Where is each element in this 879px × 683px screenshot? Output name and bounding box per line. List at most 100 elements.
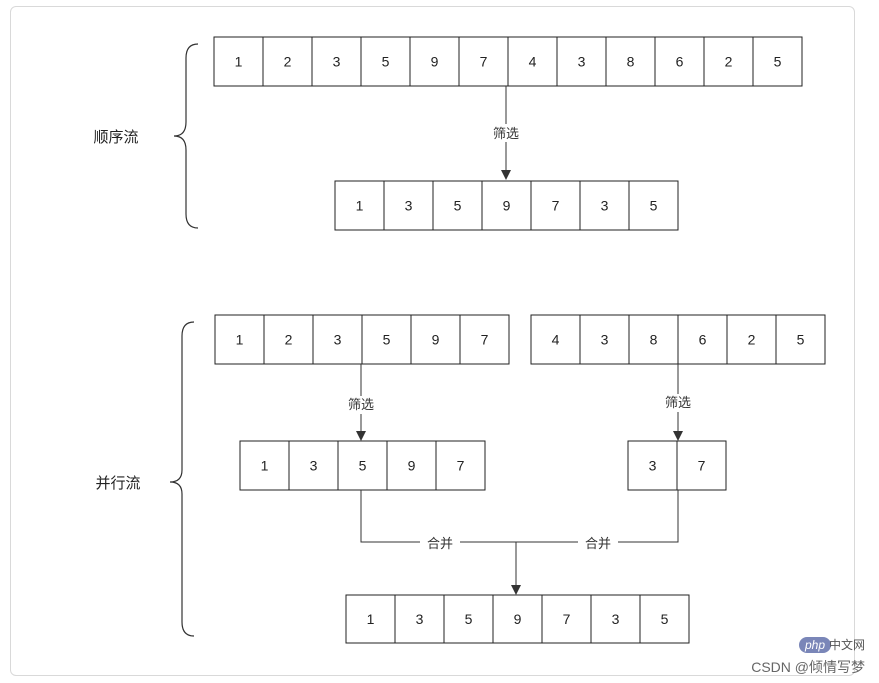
array-cell: 4 <box>530 314 581 365</box>
array-cell: 6 <box>677 314 728 365</box>
array-cell: 9 <box>481 180 532 231</box>
array-cell: 3 <box>312 314 363 365</box>
array-cell-value: 2 <box>284 54 292 70</box>
array-cell-value: 5 <box>359 458 367 474</box>
array-cell: 2 <box>726 314 777 365</box>
array-cell: 3 <box>383 180 434 231</box>
array-cell-value: 3 <box>601 332 609 348</box>
array-cell-value: 3 <box>334 332 342 348</box>
array-cell-box <box>312 314 363 365</box>
array-cell: 3 <box>627 440 678 491</box>
array-cell-value: 2 <box>285 332 293 348</box>
array-cell-value: 4 <box>552 332 560 348</box>
array-cell-box <box>481 180 532 231</box>
array-cell-value: 9 <box>432 332 440 348</box>
php-logo-text: 中文网 <box>828 638 865 652</box>
array-cell-box <box>590 594 641 644</box>
array-cell-value: 5 <box>382 54 390 70</box>
array-cell: 3 <box>556 36 607 87</box>
array-cell-value: 9 <box>408 458 416 474</box>
array-cell-value: 1 <box>367 611 375 627</box>
array-cell: 3 <box>394 594 445 644</box>
array-cell: 1 <box>334 180 385 231</box>
array-cell-box <box>530 180 581 231</box>
array-cell-box <box>556 36 607 87</box>
array-cell-value: 3 <box>405 198 413 214</box>
parallel-right-source-array: 4 3 8 6 2 5 <box>530 314 826 365</box>
array-cell-box <box>435 440 486 491</box>
array-cell-box <box>214 314 265 365</box>
parallel-right-filter-label: 筛选 <box>665 395 691 410</box>
array-cell-value: 6 <box>699 332 707 348</box>
sequential-stream-label: 顺序流 <box>93 129 138 146</box>
array-cell-value: 6 <box>676 54 684 70</box>
array-cell-value: 9 <box>503 198 511 214</box>
label-bg <box>658 394 698 412</box>
array-cell: 9 <box>409 36 460 87</box>
array-cell-value: 1 <box>236 332 244 348</box>
array-cell-box <box>605 36 656 87</box>
array-cell-value: 5 <box>454 198 462 214</box>
array-cell: 7 <box>458 36 509 87</box>
array-cell-value: 7 <box>480 54 488 70</box>
array-cell-box <box>263 314 314 365</box>
array-cell-value: 2 <box>748 332 756 348</box>
array-cell-box <box>410 314 461 365</box>
array-cell-box <box>394 594 445 644</box>
array-cell-box <box>443 594 494 644</box>
array-cell-box <box>360 36 411 87</box>
array-cell: 9 <box>410 314 461 365</box>
parallel-left-filter-label: 筛选 <box>348 397 374 412</box>
array-cell-box <box>337 440 388 491</box>
array-cell: 9 <box>492 594 543 644</box>
array-cell: 9 <box>386 440 437 491</box>
label-bg <box>578 535 618 551</box>
array-cell-value: 7 <box>457 458 465 474</box>
array-cell: 3 <box>579 314 630 365</box>
array-cell-value: 3 <box>612 611 620 627</box>
array-cell: 6 <box>654 36 705 87</box>
array-cell: 7 <box>459 314 510 365</box>
array-cell: 1 <box>345 594 396 644</box>
array-cell: 2 <box>263 314 314 365</box>
php-logo-badge: php <box>798 637 831 653</box>
array-cell-value: 3 <box>649 458 657 474</box>
array-cell-box <box>492 594 543 644</box>
array-cell-box <box>262 36 313 87</box>
array-cell: 3 <box>311 36 362 87</box>
array-cell-box <box>639 594 690 644</box>
array-cell-box <box>579 180 630 231</box>
sequential-brace <box>173 43 199 229</box>
sequential-filter-label: 筛选 <box>493 126 519 141</box>
array-cell-value: 3 <box>578 54 586 70</box>
array-cell-box <box>507 36 558 87</box>
array-cell: 1 <box>239 440 290 491</box>
array-cell: 5 <box>628 180 679 231</box>
array-cell-box <box>775 314 826 365</box>
array-cell: 7 <box>676 440 727 491</box>
array-cell: 7 <box>435 440 486 491</box>
array-cell-value: 1 <box>235 54 243 70</box>
array-cell-value: 2 <box>725 54 733 70</box>
array-cell-value: 5 <box>650 198 658 214</box>
array-cell-value: 5 <box>797 332 805 348</box>
parallel-left-source-array: 1 2 3 5 9 7 <box>214 314 510 365</box>
array-cell: 7 <box>541 594 592 644</box>
array-cell-value: 8 <box>627 54 635 70</box>
label-bg <box>420 535 460 551</box>
array-cell: 8 <box>628 314 679 365</box>
array-cell-value: 5 <box>383 332 391 348</box>
array-cell-box <box>345 594 396 644</box>
array-cell-value: 3 <box>333 54 341 70</box>
array-cell-value: 7 <box>698 458 706 474</box>
merge-right-line <box>516 490 679 543</box>
array-cell: 3 <box>590 594 641 644</box>
csdn-watermark: CSDN @倾情写梦 <box>751 659 865 675</box>
array-cell-box <box>676 440 727 491</box>
array-cell-value: 1 <box>261 458 269 474</box>
array-cell-value: 3 <box>416 611 424 627</box>
